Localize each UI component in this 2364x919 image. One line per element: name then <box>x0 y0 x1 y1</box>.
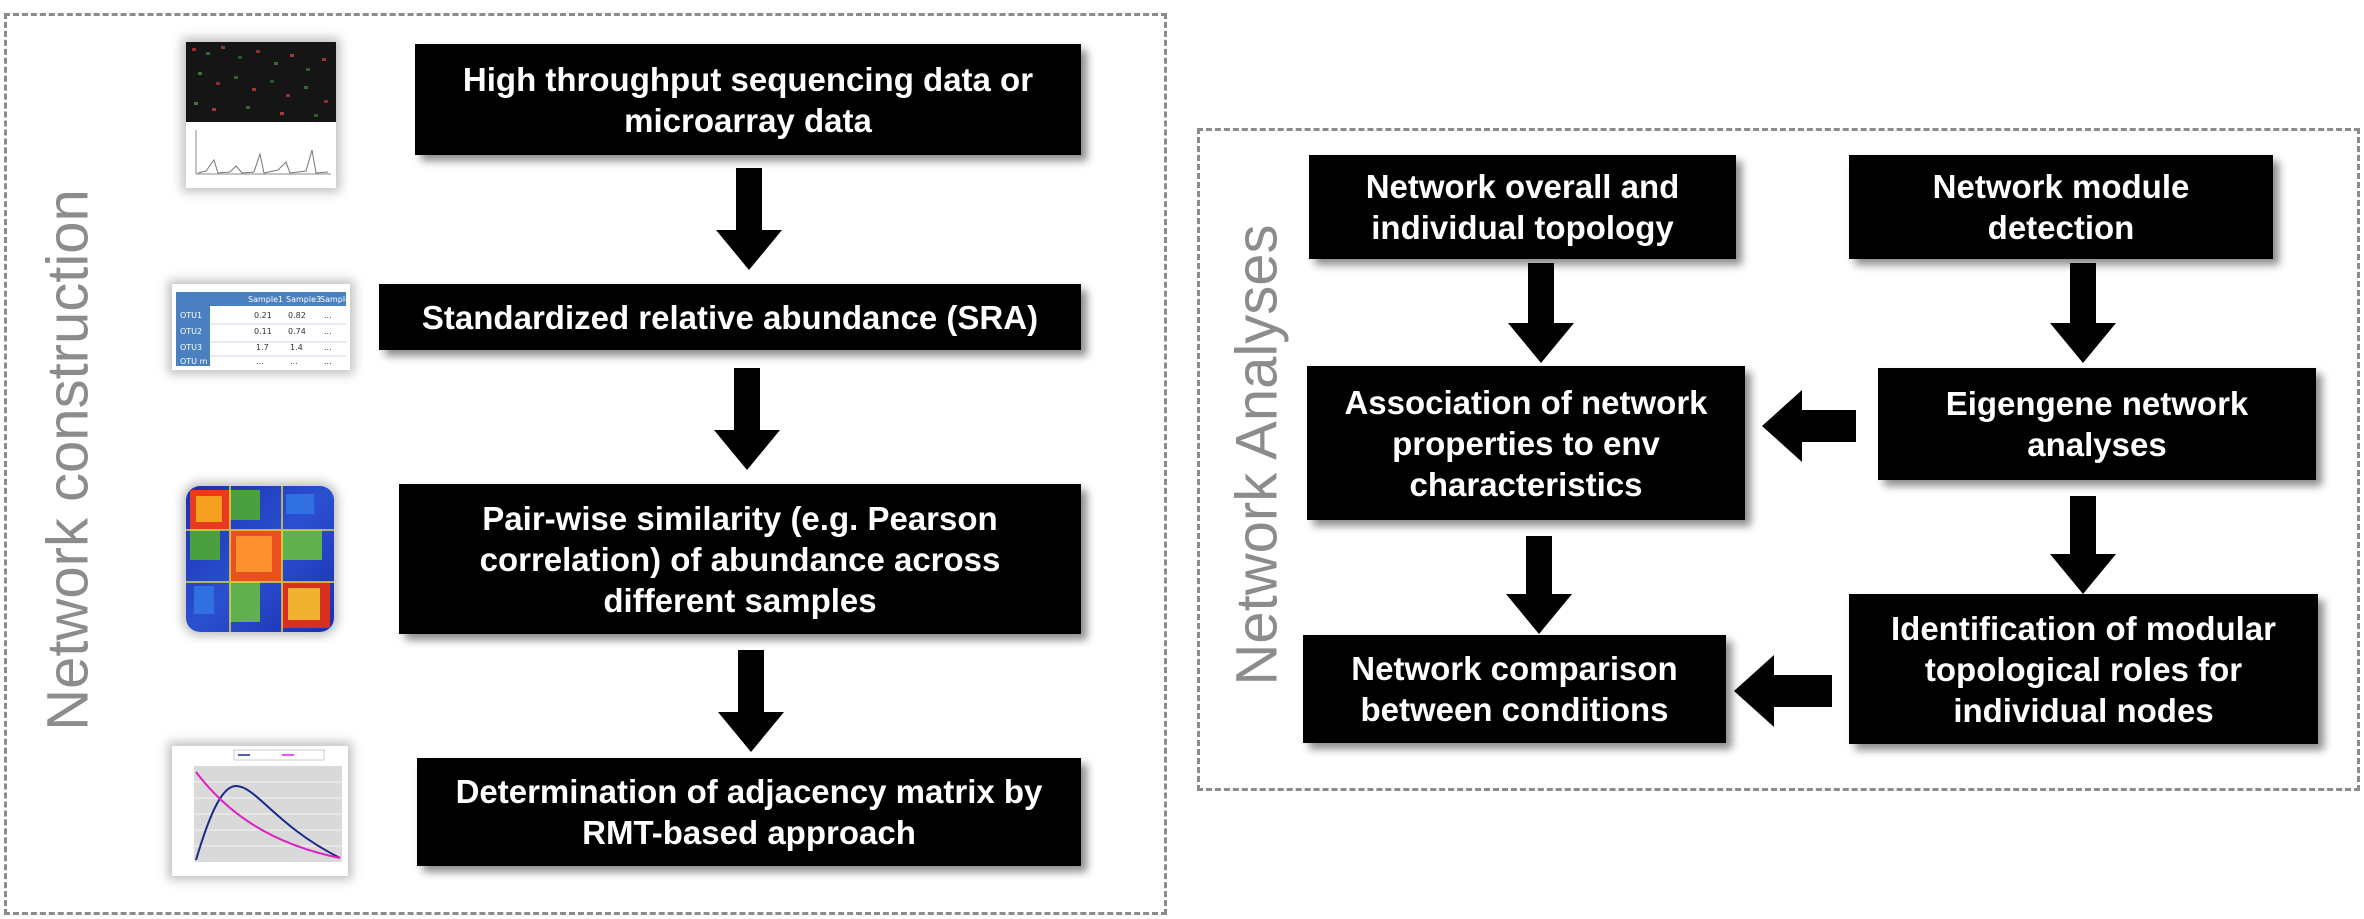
arrow-down-icon <box>2050 496 2116 594</box>
network-analyses-title: Network Analyses <box>1224 224 1290 686</box>
sequencing-data-box: High throughput sequencing data or micro… <box>415 44 1081 155</box>
pairwise-similarity-box: Pair-wise similarity (e.g. Pearson corre… <box>399 484 1081 634</box>
sra-table-cell: 0.82 <box>288 311 306 320</box>
sra-table-header: Sample1 <box>248 295 283 304</box>
arrow-down-icon <box>1508 263 1574 363</box>
arrow-down-icon <box>716 168 782 270</box>
sra-table-cell: ... <box>324 311 332 320</box>
sra-table-cell: ... <box>324 327 332 336</box>
rmt-distribution-plot-thumbnail <box>172 746 348 876</box>
correlation-heatmap-thumbnail <box>186 486 334 632</box>
sra-table-cell: ... <box>324 343 332 352</box>
eigengene-analyses-box: Eigengene network analyses <box>1878 368 2316 480</box>
arrow-left-icon <box>1762 390 1856 462</box>
sra-table-thumbnail: Sample1 Sample3 Sample n OTU1 OTU2 OTU3 … <box>172 284 350 370</box>
sra-table-header: Sample3 <box>286 295 321 304</box>
association-env-box: Association of network properties to env… <box>1307 366 1745 520</box>
network-topology-box: Network overall and individual topology <box>1309 155 1736 259</box>
sra-table-cell: 0.74 <box>288 327 306 336</box>
sra-box: Standardized relative abundance (SRA) <box>379 284 1081 350</box>
sra-table-cell: 1.7 <box>256 343 269 352</box>
modular-roles-box: Identification of modular topological ro… <box>1849 594 2318 744</box>
sra-table-cell: ... <box>324 357 332 366</box>
module-detection-box: Network module detection <box>1849 155 2273 259</box>
arrow-down-icon <box>718 650 784 752</box>
network-comparison-box: Network comparison between conditions <box>1303 635 1726 743</box>
sra-table-cell: 1.4 <box>290 343 303 352</box>
sra-table-cell: OTU2 <box>180 327 202 336</box>
arrow-down-icon <box>714 368 780 470</box>
arrow-left-icon <box>1734 655 1832 727</box>
sra-table-cell: OTU3 <box>180 343 202 352</box>
sra-table-cell: ... <box>290 357 298 366</box>
sequencing-data-thumbnail <box>186 42 336 188</box>
adjacency-matrix-box: Determination of adjacency matrix by RMT… <box>417 758 1081 866</box>
sra-table-header: Sample n <box>320 295 350 304</box>
network-construction-panel <box>4 13 1167 915</box>
sra-table-cell: OTU m <box>180 357 208 366</box>
sra-table-cell: 0.21 <box>254 311 272 320</box>
network-analyses-panel <box>1197 128 2360 791</box>
sra-table-cell: OTU1 <box>180 311 202 320</box>
sra-table-cell: 0.11 <box>254 327 272 336</box>
arrow-down-icon <box>2050 263 2116 363</box>
sra-table-cell: ... <box>256 357 264 366</box>
arrow-down-icon <box>1506 536 1572 634</box>
network-construction-title: Network construction <box>35 189 101 731</box>
